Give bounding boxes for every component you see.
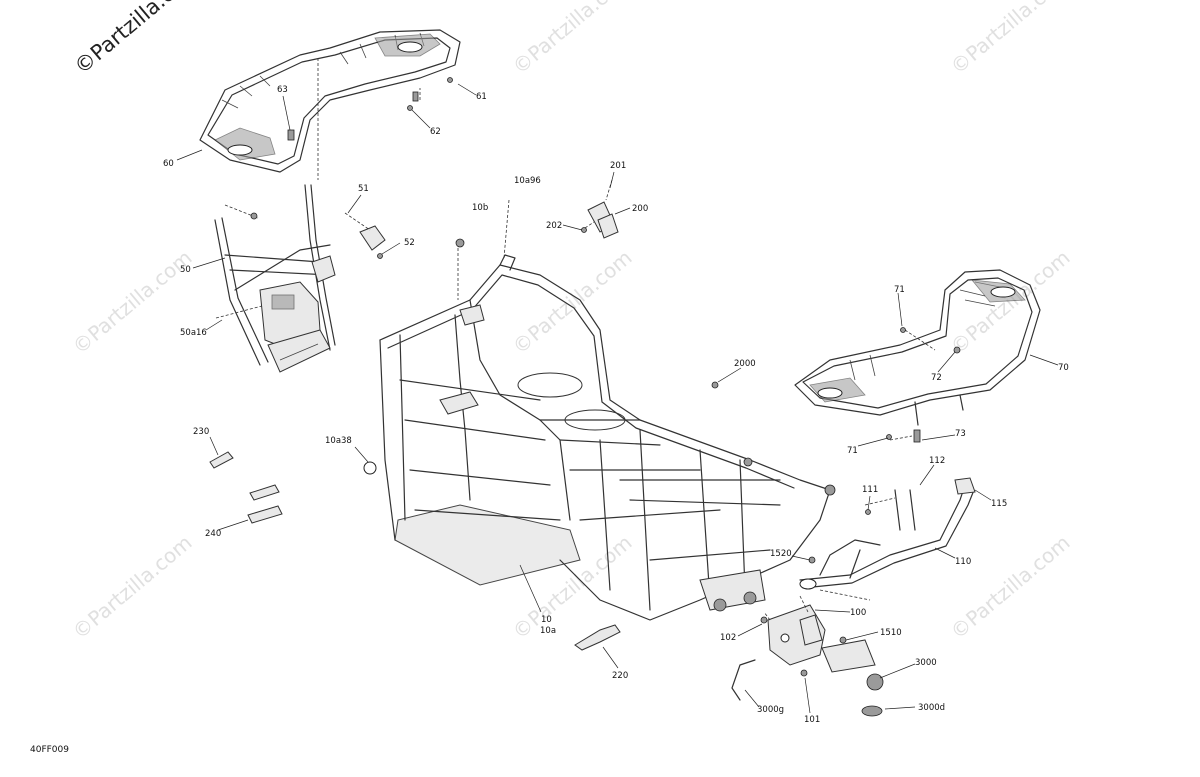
watermark-2: ©Partzilla.com [946,0,1075,79]
callout-220[interactable]: 220 [612,671,628,681]
callout-201[interactable]: 201 [610,161,626,171]
callout-110[interactable]: 110 [955,557,971,567]
callout-1510[interactable]: 1510 [880,628,902,638]
copyright-text: ©Partzilla.co [70,0,189,79]
callout-71-top[interactable]: 71 [894,285,905,295]
callout-10b[interactable]: 10b [472,203,488,213]
callout-leaders [176,83,1059,714]
watermark-8: ©Partzilla.com [946,530,1075,644]
callout-10a38[interactable]: 10a38 [325,436,352,446]
callout-230[interactable]: 230 [193,427,209,437]
callout-10a[interactable]: 10a [540,626,556,636]
bracket-200[interactable] [587,179,619,239]
callout-200[interactable]: 200 [632,204,648,214]
watermark-5: ©Partzilla.com [946,245,1075,359]
callout-50a16[interactable]: 50a16 [180,328,207,338]
callout-202[interactable]: 202 [546,221,562,231]
callout-63[interactable]: 63 [277,85,288,95]
rear-rack-70[interactable] [794,269,1041,443]
watermark-3: ©Partzilla.com [68,245,197,359]
callout-111[interactable]: 111 [862,485,878,495]
watermark-1: ©Partzilla.com [508,0,637,79]
callout-100[interactable]: 100 [850,608,866,618]
pad-240[interactable] [247,484,283,524]
callout-labels: 60 61 62 63 51 52 50 50a16 201 200 202 1… [163,85,1069,725]
callout-60[interactable]: 60 [163,159,174,169]
fasteners [250,77,961,677]
diagram-code: 40FF009 [30,745,69,755]
front-rack-60[interactable] [199,29,461,180]
callout-52[interactable]: 52 [404,238,415,248]
hitch-plate-100[interactable] [763,595,826,666]
watermark-6: ©Partzilla.com [68,530,197,644]
callout-3000[interactable]: 3000 [915,658,937,668]
callout-72[interactable]: 72 [931,373,942,383]
watermark-4: ©Partzilla.com [508,245,637,359]
callout-51[interactable]: 51 [358,184,369,194]
callout-73[interactable]: 73 [955,429,966,439]
callout-10a96[interactable]: 10a96 [514,176,541,186]
callout-115[interactable]: 115 [991,499,1007,509]
callout-101[interactable]: 101 [804,715,820,725]
callout-10[interactable]: 10 [541,615,552,625]
main-frame-10[interactable] [363,238,836,621]
callout-240[interactable]: 240 [205,529,221,539]
callout-1520[interactable]: 1520 [770,549,792,559]
callout-71-bottom[interactable]: 71 [847,446,858,456]
hitch-receiver-3000[interactable] [731,639,884,717]
callout-102[interactable]: 102 [720,633,736,643]
callout-62[interactable]: 62 [430,127,441,137]
front-bumper-50[interactable] [214,184,386,373]
pad-230[interactable] [209,451,234,469]
callout-50[interactable]: 50 [180,265,191,275]
callout-3000d[interactable]: 3000d [918,703,945,713]
callout-70[interactable]: 70 [1058,363,1069,373]
rear-hitch-110[interactable] [799,477,976,601]
callout-112[interactable]: 112 [929,456,945,466]
bracket-220[interactable] [574,624,621,651]
callout-2000[interactable]: 2000 [734,359,756,369]
callout-61[interactable]: 61 [476,92,487,102]
callout-3000g[interactable]: 3000g [757,705,784,715]
